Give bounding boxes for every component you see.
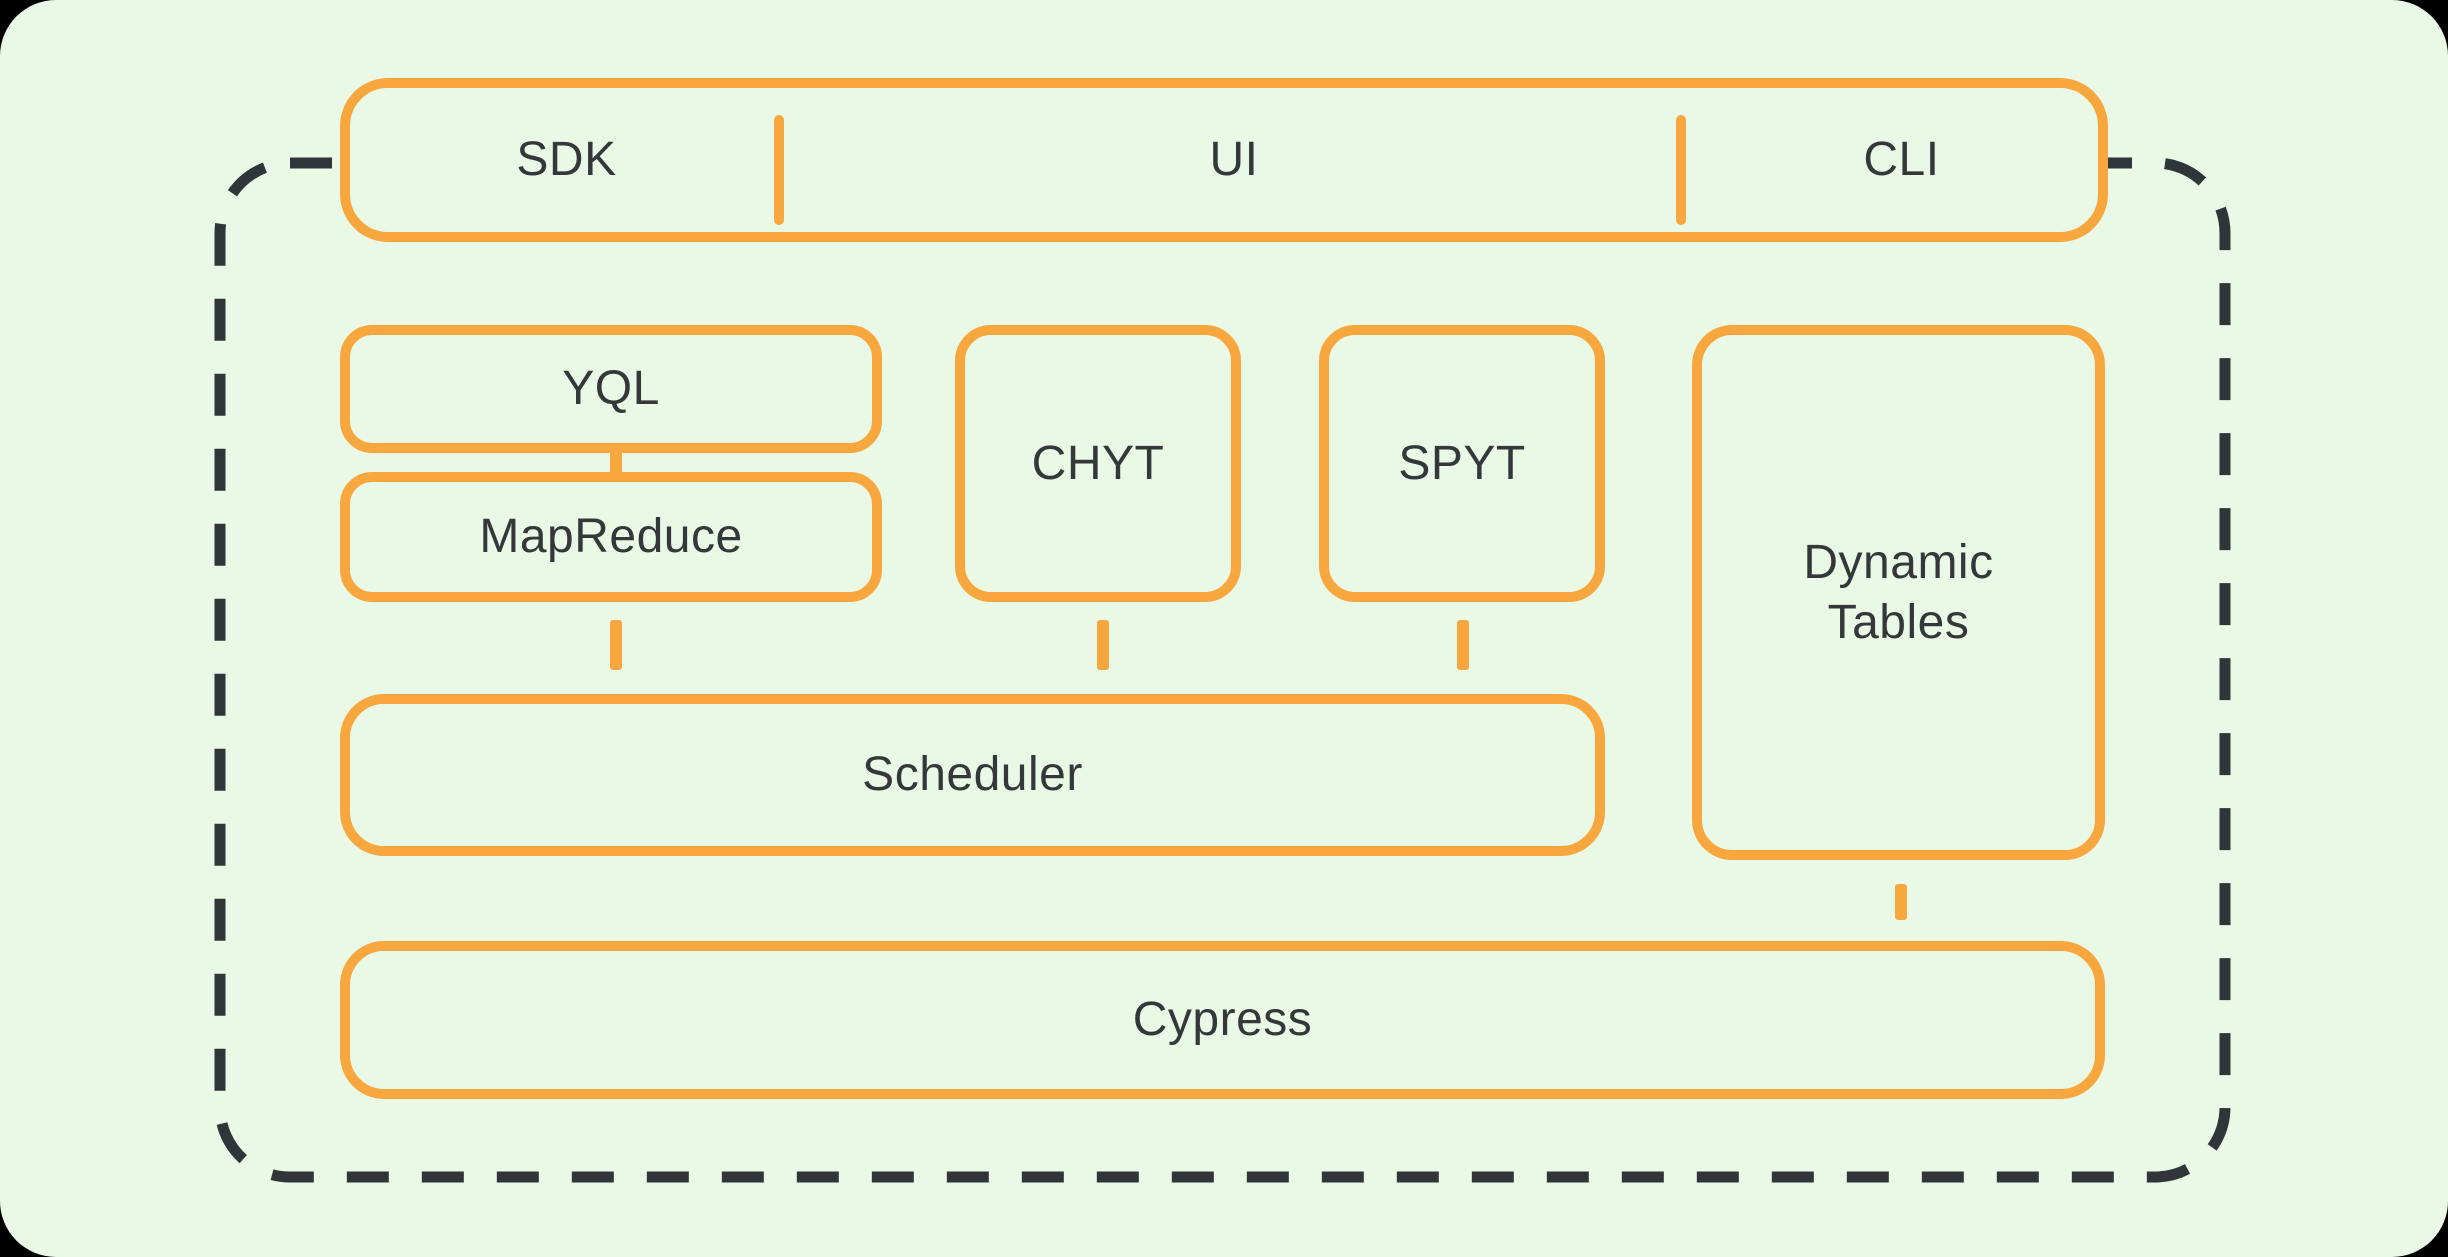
chyt-label: CHYT	[1031, 436, 1165, 490]
mapreduce-box: MapReduce	[340, 472, 882, 602]
spyt-box: SPYT	[1319, 325, 1605, 602]
ui-cli-divider	[1676, 115, 1686, 225]
ui-label: UI	[1209, 133, 1259, 186]
sdk-label: SDK	[516, 133, 617, 186]
cli-label: CLI	[1863, 133, 1940, 186]
mapreduce-label: MapReduce	[479, 510, 743, 563]
sdk-ui-divider	[774, 115, 784, 225]
connector-yql-mapreduce	[610, 450, 622, 475]
spyt-label: SPYT	[1398, 436, 1526, 490]
connector-dynamic-tables-cypress	[1895, 884, 1907, 920]
cypress-label: Cypress	[1132, 993, 1313, 1046]
chyt-box: CHYT	[955, 325, 1241, 602]
dynamic-tables-label: Dynamic Tables	[1803, 535, 1994, 649]
connector-mapreduce-scheduler	[610, 620, 622, 670]
client-interfaces-bar: SDK UI CLI	[340, 78, 2108, 242]
scheduler-label: Scheduler	[862, 748, 1083, 801]
yql-box: YQL	[340, 325, 882, 453]
connector-spyt-scheduler	[1457, 620, 1469, 670]
client-interfaces-segments: SDK UI CLI	[350, 88, 2098, 232]
yql-label: YQL	[562, 362, 660, 415]
dynamic-tables-box: Dynamic Tables	[1692, 325, 2105, 860]
connector-chyt-scheduler	[1097, 620, 1109, 670]
scheduler-box: Scheduler	[340, 694, 1605, 856]
cypress-box: Cypress	[340, 941, 2105, 1099]
